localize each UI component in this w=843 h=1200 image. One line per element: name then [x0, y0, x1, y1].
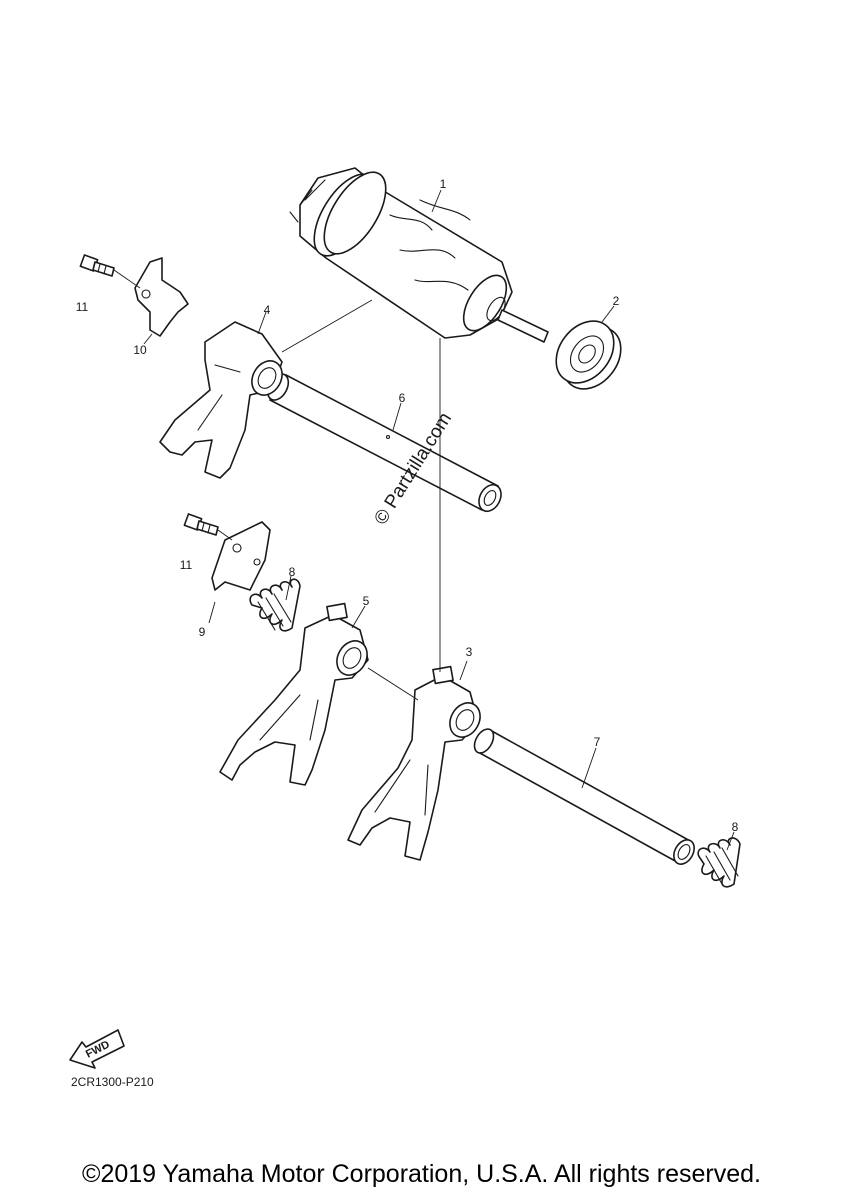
guide-bar-upper: [266, 373, 502, 513]
diagram-code: 2CR1300-P210: [71, 1075, 154, 1089]
callout-1: 1: [440, 177, 447, 191]
stopper-plate-10: [134, 257, 189, 337]
callout-11-lower: 11: [180, 558, 193, 572]
callout-6: 6: [399, 391, 406, 405]
callout-10: 10: [133, 343, 147, 357]
shift-drum: [289, 167, 549, 343]
copyright-footer: ©2019 Yamaha Motor Corporation, U.S.A. A…: [82, 1160, 761, 1188]
callout-leaders: [143, 189, 735, 851]
shift-fork-lower-left: [219, 602, 369, 786]
callout-9: 9: [199, 625, 206, 639]
callout-2: 2: [613, 294, 620, 308]
bolt-lower: [183, 513, 219, 536]
bearing: [555, 320, 622, 390]
callout-3: 3: [466, 645, 473, 659]
spring-upper: [249, 578, 301, 632]
guide-bar-lower: [473, 728, 695, 865]
callout-4: 4: [264, 303, 271, 317]
bolt-upper: [79, 254, 115, 277]
callout-8-upper: 8: [289, 565, 296, 579]
callout-11-upper: 11: [76, 300, 89, 314]
callout-8-lower: 8: [732, 820, 739, 834]
stopper-plate-9: [211, 521, 271, 591]
shift-fork-upper: [159, 321, 283, 479]
spring-lower: [697, 837, 741, 888]
assembly-lines: [113, 269, 441, 701]
callout-5: 5: [363, 594, 370, 608]
callout-labels: 1 2 3 4 5 6 7 8 8 9 10 11 11: [76, 177, 739, 834]
shift-fork-lower-right: [347, 665, 481, 861]
callout-7: 7: [594, 735, 601, 749]
fwd-direction-badge: FWD: [69, 1029, 125, 1069]
